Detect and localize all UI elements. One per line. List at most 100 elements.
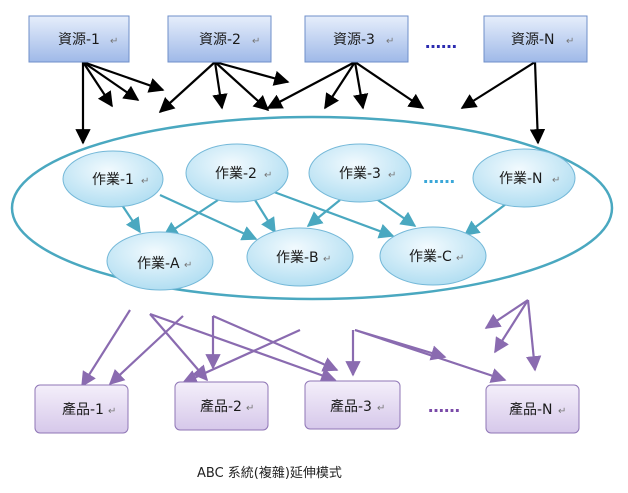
job-3: 作業-3 ↵ <box>308 143 412 203</box>
product-label: 產品-3 <box>330 398 372 415</box>
job-bubble <box>308 143 412 203</box>
arrow-p-7 <box>181 328 301 385</box>
job-label: 作業-B <box>276 250 319 266</box>
arrow-job3-to-jobB <box>306 199 341 227</box>
job-C: 作業-C ↵ <box>379 226 487 286</box>
arrow-p-1 <box>81 309 131 388</box>
arrow-p-3 <box>149 312 337 383</box>
job-label: 作業-A <box>137 256 180 272</box>
arrow-jobN-to-jobC <box>463 203 507 236</box>
resource-label: 資源-3 <box>333 32 375 48</box>
arrow-p-4 <box>108 315 184 386</box>
paragraph-mark: ↵ <box>323 254 331 265</box>
product-N: 產品-N ↵ <box>485 384 580 434</box>
paragraph-mark: ↵ <box>566 36 574 47</box>
resource-arrows <box>75 60 546 145</box>
arrow-job3-to-jobC <box>374 197 417 227</box>
job-bubble <box>472 148 576 208</box>
product-label: 產品-2 <box>200 398 242 415</box>
job-bubble <box>185 143 289 203</box>
jobs-container-ellipse <box>10 115 614 301</box>
job-ellipsis: …… <box>423 168 455 187</box>
paragraph-mark: ↵ <box>552 175 560 186</box>
paragraph-mark: ↵ <box>108 406 116 417</box>
arrow-p-11 <box>484 299 529 329</box>
job-bubble <box>62 150 164 208</box>
resource-box <box>167 15 272 63</box>
job-bubble <box>379 226 487 286</box>
job-label: 作業-2 <box>215 166 257 182</box>
resource-ellipsis: …… <box>425 33 457 52</box>
product-box <box>34 384 129 434</box>
product-box <box>485 384 580 434</box>
job-bubble <box>246 227 354 287</box>
arrow-resource3-a <box>266 61 356 109</box>
paragraph-mark: ↵ <box>388 170 396 181</box>
arrow-resource3-c <box>353 61 369 110</box>
paragraph-mark: ↵ <box>184 260 192 271</box>
arrow-resourceN-down <box>529 61 546 145</box>
arrow-resource2-a <box>158 61 216 114</box>
arrow-job2-to-jobA <box>162 199 219 237</box>
job-label: 作業-3 <box>339 166 381 182</box>
job-1: 作業-1 ↵ <box>62 150 164 208</box>
arrow-job1-to-jobA <box>121 204 141 234</box>
arrow-resource1-b <box>82 61 140 101</box>
arrow-resource2-b <box>212 61 228 110</box>
resource-3: 資源-3 ↵ <box>304 15 409 63</box>
arrow-job2-to-jobC <box>273 190 395 239</box>
paragraph-mark: ↵ <box>246 403 254 414</box>
job-B: 作業-B ↵ <box>246 227 354 287</box>
resource-label: 資源-N <box>511 32 555 48</box>
arrow-resource2-c <box>214 61 270 112</box>
paragraph-mark: ↵ <box>264 170 272 181</box>
paragraph-mark: ↵ <box>141 176 149 187</box>
resource-1: 資源-1 ↵ <box>28 15 130 63</box>
job-arrows <box>121 190 507 241</box>
product-label: 產品-N <box>509 401 553 418</box>
job-bubble <box>106 231 214 291</box>
job-label: 作業-C <box>409 249 452 265</box>
product-2: 產品-2 ↵ <box>174 381 269 431</box>
paragraph-mark: ↵ <box>456 253 464 264</box>
arrow-resource3-b <box>324 61 356 110</box>
arrow-resource2-d <box>214 60 290 86</box>
paragraph-mark: ↵ <box>377 403 385 414</box>
paragraph-mark: ↵ <box>110 36 118 47</box>
paragraph-mark: ↵ <box>252 36 260 47</box>
arrow-resourceN-a <box>460 61 536 109</box>
product-label: 產品-1 <box>62 401 104 418</box>
arrow-p-12 <box>494 299 529 354</box>
paragraph-mark: ↵ <box>558 406 566 417</box>
paragraph-mark: ↵ <box>386 36 394 47</box>
arrow-p-2 <box>149 313 209 382</box>
arrow-resource3-d <box>354 61 425 109</box>
resource-label: 資源-2 <box>199 32 241 48</box>
resource-N: 資源-N ↵ <box>483 15 588 63</box>
arrow-p-10 <box>354 328 447 361</box>
arrow-p-13 <box>525 299 542 372</box>
product-3: 產品-3 ↵ <box>304 380 401 430</box>
job-label: 作業-1 <box>92 172 134 188</box>
resource-2: 資源-2 ↵ <box>167 15 272 63</box>
arrow-resource1-a <box>82 61 113 108</box>
product-1: 產品-1 ↵ <box>34 384 129 434</box>
resource-box <box>28 15 130 63</box>
product-ellipsis: …… <box>428 397 460 416</box>
job-2: 作業-2 ↵ <box>185 143 289 203</box>
product-arrows <box>81 299 542 388</box>
job-N: 作業-N ↵ <box>472 148 576 208</box>
job-label: 作業-N <box>499 171 543 187</box>
product-box <box>174 381 269 431</box>
resource-label: 資源-1 <box>58 32 100 48</box>
resource-box <box>304 15 409 63</box>
product-box <box>304 380 401 430</box>
diagram-caption: ABC 系統(複雜)延伸模式 <box>197 465 342 481</box>
arrow-job2-to-jobB <box>254 199 276 234</box>
resource-box <box>483 15 588 63</box>
arrow-p-6 <box>212 314 339 372</box>
arrow-resource1-c <box>82 60 165 93</box>
job-A: 作業-A ↵ <box>106 231 214 291</box>
arrow-job1-to-jobB <box>159 194 258 241</box>
